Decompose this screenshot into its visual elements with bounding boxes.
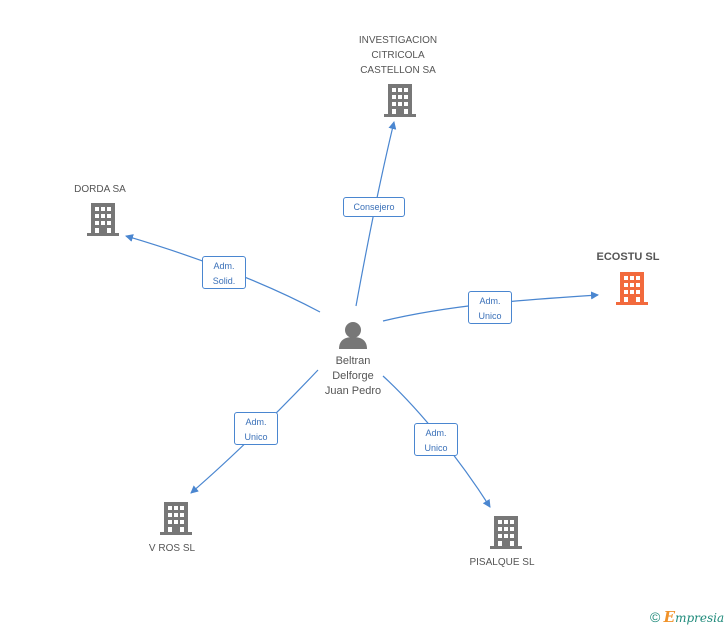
node-label-vros[interactable]: V ROS SL [148, 543, 196, 554]
brand-e: E [663, 608, 676, 626]
relation-label-adm-unico-ecostu: Adm. Unico [468, 291, 512, 324]
empresia-logo[interactable]: © Empresia [650, 608, 724, 626]
node-label-center-person[interactable]: Beltran Delforge Juan Pedro [324, 355, 382, 397]
person-icon[interactable] [339, 322, 367, 349]
node-label-dorda[interactable]: DORDA SA [74, 184, 126, 195]
relation-label-adm-unico-pisalque: Adm. Unico [414, 423, 458, 456]
building-icon-investigacion[interactable] [384, 84, 416, 117]
node-label-pisalque[interactable]: PISALQUE SL [469, 557, 535, 568]
relation-label-consejero: Consejero [343, 197, 405, 217]
copyright-symbol: © [650, 609, 661, 625]
relation-label-adm-solid: Adm. Solid. [202, 256, 246, 289]
building-icon-pisalque[interactable] [490, 516, 522, 549]
building-icon-ecostu[interactable] [616, 272, 648, 305]
node-label-ecostu[interactable]: ECOSTU SL [596, 251, 660, 263]
building-icon-dorda[interactable] [87, 203, 119, 236]
brand-name: mpresia [675, 611, 725, 625]
building-icon-vros[interactable] [160, 502, 192, 535]
node-label-investigacion[interactable]: INVESTIGACION CITRICOLA CASTELLON SA [358, 35, 438, 76]
relation-label-adm-unico-vros: Adm. Unico [234, 412, 278, 445]
